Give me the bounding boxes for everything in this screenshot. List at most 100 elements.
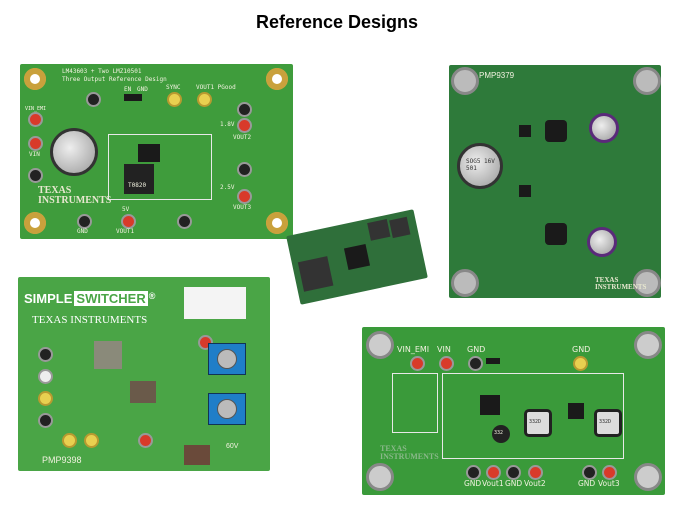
label-2-5v: 2.5V <box>220 184 235 191</box>
board-subtitle: Three Output Reference Design <box>62 76 167 83</box>
label-gnd: GND <box>505 479 523 488</box>
mounting-hole <box>366 463 394 491</box>
inductor: 332D <box>524 409 552 437</box>
test-point-gnd <box>177 214 192 229</box>
mounting-hole <box>633 269 661 297</box>
label-gnd: GND <box>137 86 148 93</box>
board-lm43603: LM43603 + Two LMZ10501 Three Output Refe… <box>20 64 293 239</box>
terminal-block <box>208 393 246 425</box>
inductor: T0820 <box>124 164 154 194</box>
label-vin-emi: VIN_EMI <box>397 345 430 354</box>
test-point-gnd <box>573 356 588 371</box>
test-point-gnd <box>28 168 43 183</box>
mounting-hole <box>634 331 662 359</box>
test-point <box>38 413 53 428</box>
label-vout1-pgood: VOUT1 PGood <box>196 84 236 91</box>
mounting-hole <box>24 68 46 90</box>
test-point-vin-emi <box>28 112 43 127</box>
test-point <box>38 347 53 362</box>
test-point <box>84 433 99 448</box>
test-point-vout1 <box>486 465 501 480</box>
test-point-pgood <box>197 92 212 107</box>
inductor <box>545 120 567 142</box>
test-point-gnd <box>466 465 481 480</box>
circuit-outline <box>108 134 212 200</box>
test-point-vin-emi <box>410 356 425 371</box>
inductor <box>367 218 391 241</box>
label-vout3: VOUT3 <box>233 204 252 211</box>
label-vout1: VOUT1 <box>116 228 135 235</box>
jumper <box>124 94 142 101</box>
test-point-gnd <box>506 465 521 480</box>
ic-chip <box>519 125 531 137</box>
mounting-hole <box>451 67 479 95</box>
circuit-outline <box>442 373 624 459</box>
label-vout3: Vout3 <box>598 479 620 488</box>
test-point-gnd <box>237 102 252 117</box>
test-point-gnd <box>77 214 92 229</box>
label-sync: SYNC <box>166 84 181 91</box>
mounting-hole <box>24 212 46 234</box>
mounting-hole <box>634 463 662 491</box>
capacitor <box>589 113 619 143</box>
test-point-vout3 <box>237 189 252 204</box>
label-vin: VIN <box>437 345 451 354</box>
ic-chip <box>138 144 160 162</box>
label-5v: 5V <box>122 206 130 213</box>
test-point-vout3 <box>602 465 617 480</box>
inductor: 332 <box>492 425 510 443</box>
inductor <box>297 256 334 292</box>
label-gnd: GND <box>467 345 486 354</box>
board-name: PMP9398 <box>42 455 82 465</box>
test-point-gnd <box>86 92 101 107</box>
label-gnd: GND <box>464 479 482 488</box>
test-point-vout1 <box>121 214 136 229</box>
ti-logo: TEXAS INSTRUMENTS <box>32 314 148 326</box>
label-area <box>184 287 246 319</box>
mounting-hole <box>633 67 661 95</box>
board-title: LM43603 + Two LMZ10501 <box>62 68 142 75</box>
label-gnd: GND <box>578 479 596 488</box>
board-name: PMP9379 <box>479 71 515 80</box>
slide-title: Reference Designs <box>255 12 419 32</box>
mounting-hole <box>366 331 394 359</box>
inductor <box>389 216 411 239</box>
capacitor: SOG5 16V 501 <box>457 143 503 189</box>
warning-label: 60V <box>226 443 239 450</box>
ic-chip <box>519 185 531 197</box>
inductor <box>545 223 567 245</box>
terminal-block <box>208 343 246 375</box>
label-vin-emi: VIN_EMI <box>25 106 47 112</box>
label-1-8v: 1.8V <box>220 121 235 128</box>
test-point <box>62 433 77 448</box>
label-gnd: GND <box>572 345 591 354</box>
test-point <box>38 391 53 406</box>
mounting-hole <box>266 212 288 234</box>
emi-outline <box>392 373 438 433</box>
inductor <box>94 341 122 369</box>
test-point-vin <box>439 356 454 371</box>
ic-chip <box>343 243 371 271</box>
test-point-sync <box>167 92 182 107</box>
component <box>184 445 210 465</box>
label-gnd: GND <box>77 228 88 235</box>
inductor <box>130 381 156 403</box>
capacitor <box>50 128 98 176</box>
test-point-vin <box>28 136 43 151</box>
test-point <box>38 369 53 384</box>
ic-chip <box>480 395 500 415</box>
test-point-gnd <box>468 356 483 371</box>
mounting-hole <box>451 269 479 297</box>
jumper <box>486 358 500 364</box>
test-point-vout2 <box>528 465 543 480</box>
label-vin: VIN <box>29 151 40 158</box>
test-point <box>138 433 153 448</box>
label-en: EN <box>124 86 132 93</box>
label-vout1: Vout1 <box>482 479 504 488</box>
